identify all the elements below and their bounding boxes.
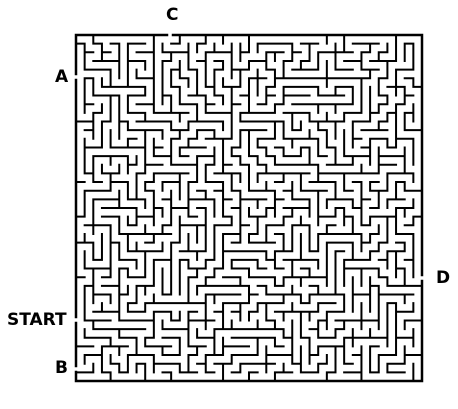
maze-outer-border bbox=[74, 33, 424, 383]
entrance-label-a: A bbox=[55, 67, 69, 87]
maze-inner-walls bbox=[75, 34, 423, 382]
entrance-label-start: START bbox=[7, 310, 67, 330]
entrance-label-c: C bbox=[166, 5, 179, 25]
entrance-label-b: B bbox=[55, 358, 68, 378]
entrance-label-d: D bbox=[436, 268, 451, 288]
